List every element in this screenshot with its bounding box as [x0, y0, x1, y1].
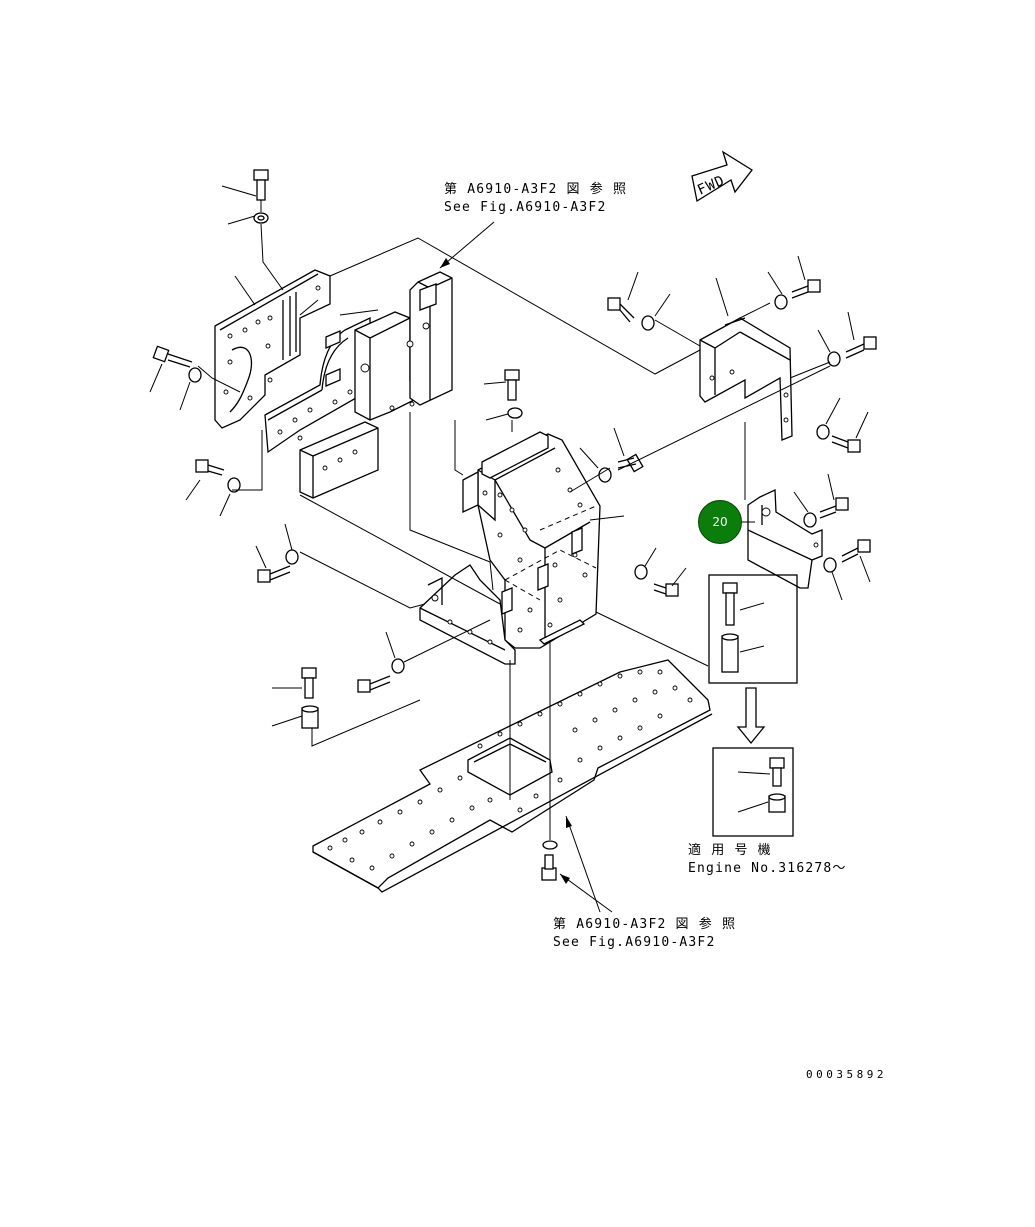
rubber-block-left — [299, 421, 379, 499]
washer-icon — [816, 424, 830, 440]
fwd-arrow-icon: FWD — [691, 150, 753, 203]
bolt-icon — [845, 336, 877, 359]
washer-icon — [803, 512, 817, 528]
washer-icon — [253, 212, 269, 224]
callout-20[interactable]: 20 — [698, 500, 742, 544]
lower-mount-bracket — [419, 564, 516, 665]
bolt-icon — [653, 583, 679, 597]
fasteners — [152, 169, 877, 881]
bolt-icon — [841, 539, 871, 563]
upper-center-bracket — [354, 271, 453, 421]
washer-icon — [823, 557, 837, 573]
down-arrow-icon — [736, 687, 766, 745]
left-bracket-plate — [214, 269, 331, 429]
right-upper-bracket — [699, 317, 793, 441]
drawing-number: 00035892 — [806, 1068, 887, 1081]
leader-lines — [149, 185, 871, 727]
reference-top-jp: 第 A6910-A3F2 図 参 照 — [444, 182, 628, 197]
washer-icon — [285, 549, 299, 565]
washer-icon — [391, 658, 405, 674]
bolt-icon — [504, 369, 520, 401]
applicability-en: Engine No.316278～ — [688, 861, 847, 876]
reference-bottom-jp: 第 A6910-A3F2 図 参 照 — [553, 917, 737, 932]
reference-top-en: See Fig.A6910-A3F2 — [444, 200, 607, 215]
bolt-icon — [152, 345, 193, 368]
detail-box-before — [708, 574, 798, 684]
main-box-frame — [462, 431, 601, 649]
bolt-icon — [257, 565, 291, 583]
bolt-icon — [195, 459, 225, 476]
washer-icon — [827, 351, 841, 367]
washer-icon — [188, 367, 202, 383]
fwd-label: FWD — [695, 173, 727, 199]
bolt-icon — [541, 854, 557, 881]
base-plate-holes — [327, 669, 693, 871]
washer-icon — [641, 315, 655, 331]
bolt-icon — [253, 169, 269, 201]
reference-top: 第 A6910-A3F2 図 参 照 See Fig.A6910-A3F2 — [444, 181, 627, 217]
bolt-icon — [831, 435, 861, 453]
bolt-icon — [617, 453, 644, 473]
reference-arrows — [439, 221, 613, 913]
bolt-icon — [357, 675, 391, 693]
detail-box-after — [712, 747, 794, 837]
reference-bottom-en: See Fig.A6910-A3F2 — [553, 935, 716, 950]
washer-icon — [507, 407, 523, 419]
collar-icon — [301, 705, 319, 729]
bolt-icon — [791, 279, 821, 299]
applicability-jp: 適 用 号 機 — [688, 843, 772, 858]
washer-icon — [598, 467, 612, 483]
washer-icon — [774, 294, 788, 310]
assembly-lines — [197, 200, 831, 840]
base-plate — [312, 659, 713, 893]
applicability-note: 適 用 号 機 Engine No.316278～ — [688, 842, 847, 878]
bolt-icon — [301, 667, 317, 699]
right-lower-bracket — [747, 489, 823, 589]
left-side-panel — [264, 316, 371, 454]
reference-bottom: 第 A6910-A3F2 図 参 照 See Fig.A6910-A3F2 — [553, 916, 736, 952]
bolt-icon — [607, 297, 635, 323]
washer-icon — [634, 564, 648, 580]
washer-icon — [542, 840, 558, 850]
washer-icon — [227, 477, 241, 493]
bolt-icon — [819, 497, 849, 519]
